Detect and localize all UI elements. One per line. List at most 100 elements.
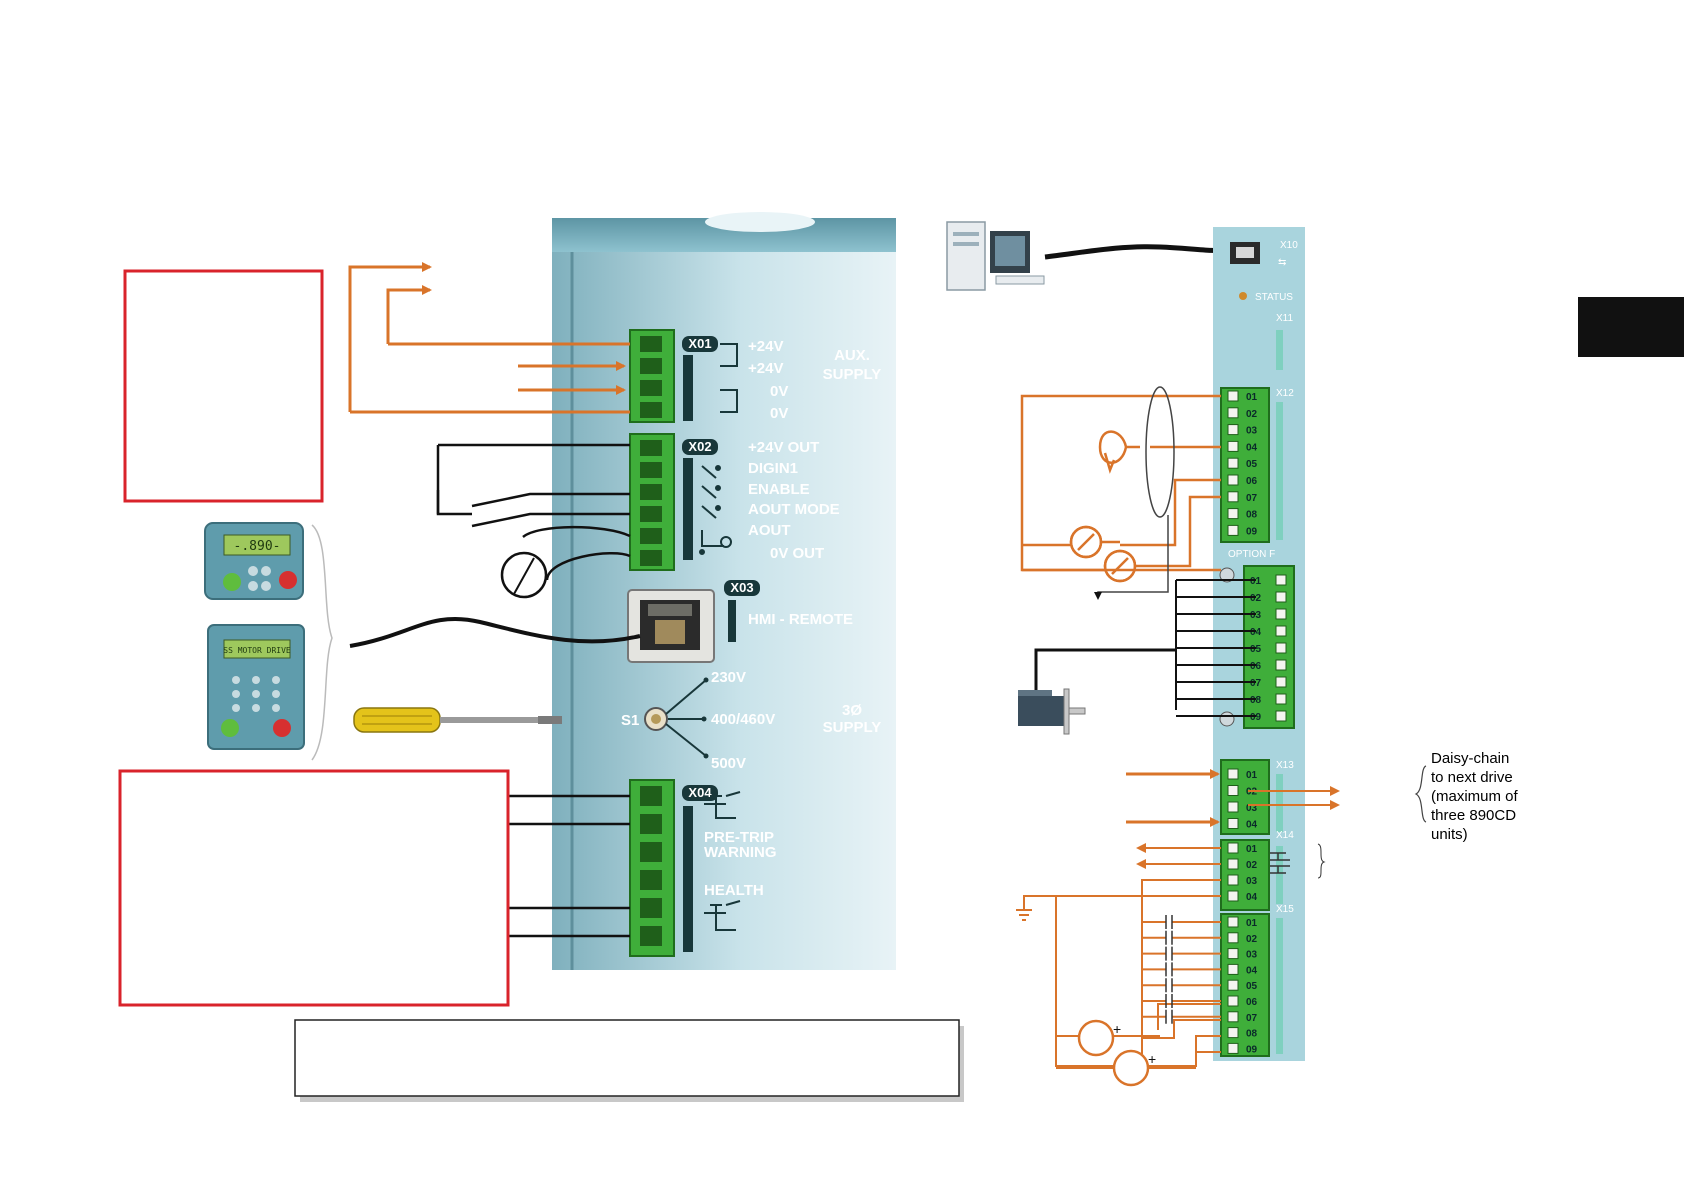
x13-output-wiring <box>1248 786 1340 810</box>
x13-pin-4: 04 <box>1246 820 1258 831</box>
x04-relay-symbols <box>704 791 741 931</box>
computer-icon <box>946 221 1045 291</box>
x13-pin-1: 01 <box>1246 770 1258 781</box>
svg-text:X02: X02 <box>688 439 711 454</box>
x11-tag: X11 <box>1276 313 1293 324</box>
large-keypad-icon: SS MOTOR DRIVE <box>207 624 305 750</box>
three-phase-label-2: SUPPLY <box>823 719 882 736</box>
x13-pin-3: 03 <box>1246 803 1258 814</box>
x02-label-2: DIGIN1 <box>748 460 798 477</box>
usb-symbol-icon: ⇆ <box>1278 257 1286 268</box>
s1-selector <box>644 677 709 759</box>
source-plus-1: + <box>1113 1021 1121 1037</box>
option-f-screw-3 <box>1275 608 1287 620</box>
x01-label-2: +24V <box>748 360 783 377</box>
shield-ground-lead <box>1094 515 1169 600</box>
x02-tag: X02 <box>682 439 718 455</box>
capacitor-icon <box>1165 930 1173 945</box>
x04-wiring <box>508 794 630 938</box>
three-phase-label-1: 3Ø <box>842 702 862 719</box>
x15-screw-1 <box>1227 916 1239 928</box>
x12-screw-9 <box>1227 524 1239 536</box>
x15-pin-2: 02 <box>1246 934 1258 945</box>
section-tab <box>1578 297 1684 357</box>
daisy-chain-line-2: to next drive <box>1431 769 1513 786</box>
encoder-wiring <box>1034 579 1256 717</box>
option-f-label: OPTION F <box>1228 549 1275 560</box>
svg-text:X03: X03 <box>730 580 753 595</box>
x14-pin-4: 04 <box>1246 892 1258 903</box>
x12-pin-7: 07 <box>1246 493 1258 504</box>
x12-screw-8 <box>1227 508 1239 520</box>
x13-tag: X13 <box>1276 760 1294 771</box>
x02-label-5: AOUT <box>748 522 791 539</box>
option-f-pin-9: 09 <box>1250 712 1262 723</box>
x02-label-1: +24V OUT <box>748 439 819 456</box>
x15-pin-3: 03 <box>1246 950 1258 961</box>
x13-slot <box>1276 774 1283 832</box>
x14-screw-4 <box>1227 890 1239 902</box>
option-f-pin-2: 02 <box>1250 593 1262 604</box>
x11-slot <box>1276 330 1283 370</box>
capacitor-icon <box>1165 915 1173 929</box>
capacitor-icon <box>1165 946 1173 961</box>
status-led-icon <box>1239 292 1247 300</box>
x12-pin-5: 05 <box>1246 459 1258 470</box>
keypad-brace <box>311 524 333 761</box>
x10-tag: X10 <box>1280 240 1298 251</box>
x13-input-wiring <box>1126 769 1220 827</box>
x15-pin-4: 04 <box>1246 965 1258 976</box>
aux-supply-info-frame <box>123 269 324 503</box>
svg-text:SS MOTOR DRIVE: SS MOTOR DRIVE <box>223 646 291 655</box>
x15-pin-8: 08 <box>1246 1029 1258 1040</box>
x12-pin-9: 09 <box>1246 526 1258 537</box>
x12-screw-2 <box>1227 407 1239 419</box>
x14-tag: X14 <box>1276 830 1294 841</box>
note-box <box>294 1019 964 1102</box>
svg-text:-.890-: -.890- <box>234 539 281 554</box>
ground-icon <box>1016 909 1032 921</box>
capacitor-icon <box>1165 962 1173 977</box>
x15-pin-6: 06 <box>1246 997 1258 1008</box>
s1-option-400-460: 400/460V <box>711 711 775 728</box>
x12-screw-6 <box>1227 474 1239 486</box>
option-f-screw-1 <box>1275 574 1287 586</box>
x12-pin-6: 06 <box>1246 476 1258 487</box>
x14-screw-2 <box>1227 858 1239 870</box>
option-f-screw-7 <box>1275 676 1287 688</box>
current-meter-icon <box>1069 525 1137 583</box>
option-f-pin-7: 07 <box>1250 678 1262 689</box>
s1-label: S1 <box>621 712 639 729</box>
x13-screw-4 <box>1227 818 1239 829</box>
option-f-pin-1: 01 <box>1250 576 1262 587</box>
x12-tag: X12 <box>1276 388 1294 399</box>
x01-label-3: 0V <box>770 383 788 400</box>
x13-screw-2 <box>1227 785 1239 796</box>
x14-screw-1 <box>1227 842 1239 854</box>
status-label: STATUS <box>1255 292 1293 303</box>
x13-screw-3 <box>1227 801 1239 813</box>
daisy-chain-brace <box>1414 765 1427 823</box>
usb-cable <box>1044 244 1231 260</box>
option-f-pin-6: 06 <box>1250 661 1262 672</box>
option-f-pin-3: 03 <box>1250 610 1262 621</box>
relay-info-frame <box>118 769 510 1007</box>
x12-pin-8: 08 <box>1246 510 1258 521</box>
x01-label-4: 0V <box>770 405 788 422</box>
x01-label-1: +24V <box>748 338 783 355</box>
x15-pin-1: 01 <box>1246 918 1258 929</box>
x04-tag: X04 <box>682 785 718 801</box>
x12-pin-3: 03 <box>1246 426 1258 437</box>
x15-screw-2 <box>1227 932 1239 944</box>
daisy-chain-line-1: Daisy-chain <box>1431 750 1509 767</box>
rj11-socket-icon <box>627 589 715 663</box>
x12-screw-7 <box>1227 491 1239 503</box>
x01-link-brackets <box>720 343 738 413</box>
x01-tag: X01 <box>682 336 718 352</box>
x15-capacitors <box>1142 915 1221 1024</box>
option-f-pin-5: 05 <box>1250 644 1262 655</box>
